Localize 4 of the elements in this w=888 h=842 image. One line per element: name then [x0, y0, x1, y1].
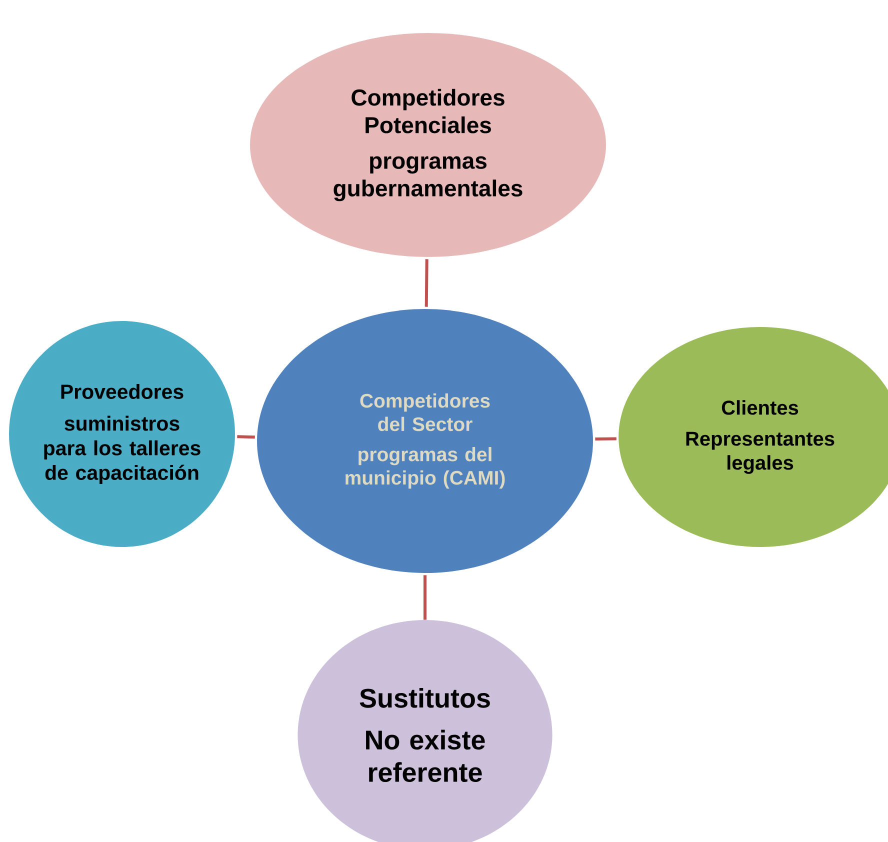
connector-line [595, 437, 616, 440]
connector-line [424, 575, 426, 620]
connector-line [237, 435, 255, 439]
connector-line [424, 259, 428, 307]
